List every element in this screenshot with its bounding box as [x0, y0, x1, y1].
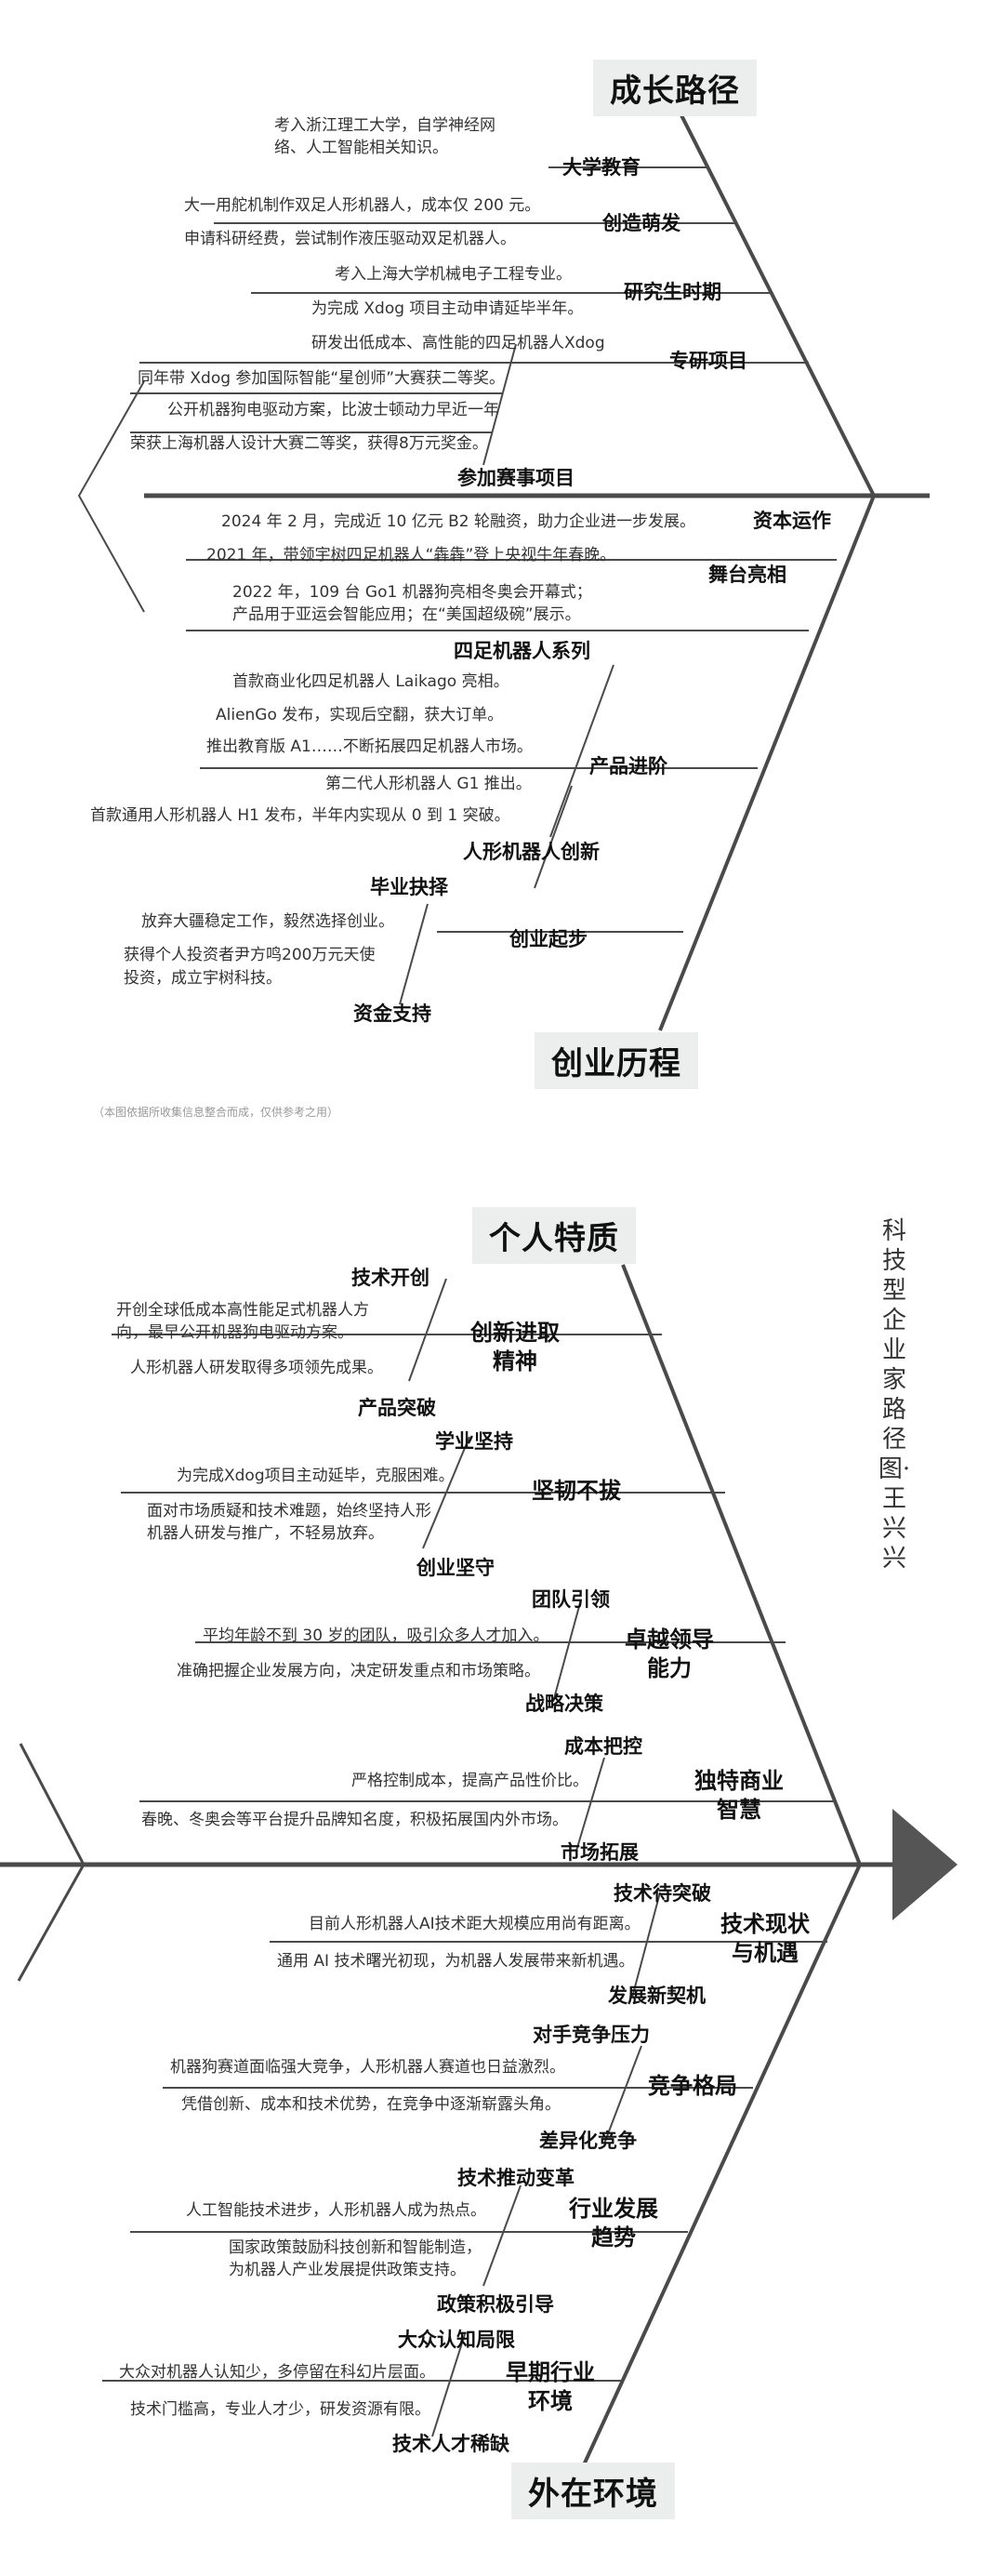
innov-sub2: 产品突破: [358, 1397, 436, 1419]
humanoid-item-2: 首款通用人形机器人 H1 发布，半年内实现从 0 到 1 突破。: [90, 806, 510, 825]
fund-item-1: 获得个人投资者尹方鸣200万元天使: [124, 946, 376, 964]
early-sub2: 技术人才稀缺: [392, 2433, 509, 2455]
industry-item-1: 人工智能技术进步，人形机器人成为热点。: [186, 2201, 486, 2220]
tough-label: 坚韧不拔: [532, 1478, 621, 1504]
biz-sub2: 市场拓展: [561, 1841, 639, 1864]
bottom-upper-bone: [621, 1264, 862, 1866]
idea-item-2: 申请科研经费，尝试制作液压驱动双足机器人。: [184, 230, 516, 248]
lead-item-2: 准确把握企业发展方向，决定研发重点和市场策略。: [177, 1662, 540, 1680]
tough-sub1: 学业坚持: [435, 1430, 513, 1453]
univ-item-2: 络、人工智能相关知识。: [274, 139, 448, 157]
tech-sub2: 发展新契机: [608, 1985, 706, 2007]
biz-item-2: 春晚、冬奥会等平台提升品牌知名度，积极拓展国内外市场。: [141, 1811, 568, 1829]
tough-item-3: 机器人研发与推广，不轻易放弃。: [147, 1524, 384, 1543]
contest-item-2: 公开机器狗电驱动方案，比波士顿动力早近一年: [167, 401, 499, 419]
top-upper-bone: [677, 109, 876, 497]
lead-label: 卓越领导能力: [625, 1627, 714, 1682]
innov-item-1: 开创全球低成本高性能足式机器人方: [116, 1301, 369, 1320]
tech-item-2: 通用 AI 技术曙光初现，为机器人发展带来新机遇。: [277, 1952, 635, 1971]
startup-label: 创业起步: [509, 928, 588, 950]
univ-item-1: 考入浙江理工大学，自学神经网: [274, 116, 495, 135]
industry-sub2: 政策积极引导: [437, 2293, 554, 2316]
quit-item-1: 放弃大疆稳定工作，毅然选择创业。: [141, 912, 394, 931]
humanoid-label: 人形机器人创新: [463, 841, 600, 863]
proj-label: 专研项目: [669, 350, 747, 372]
top-tail: [77, 380, 145, 613]
tough-item-2: 面对市场质疑和技术难题，始终坚持人形: [147, 1502, 431, 1520]
early-label: 早期行业环境: [506, 2359, 595, 2415]
innov-item-3: 人形机器人研发取得多项领先成果。: [130, 1359, 383, 1377]
early-item-2: 技术门槛高，专业人才少，研发资源有限。: [130, 2400, 430, 2419]
industry-item-3: 为机器人产业发展提供政策支持。: [229, 2261, 466, 2279]
comp-label: 竞争格局: [648, 2073, 737, 2099]
early-item-1: 大众对机器人认知少，多停留在科幻片层面。: [119, 2363, 435, 2382]
univ-label: 大学教育: [562, 156, 641, 179]
tech-item-1: 目前人形机器人AI技术距大规模应用尚有距离。: [309, 1915, 641, 1933]
quad-item-2: AlienGo 发布，实现后空翻，获大订单。: [216, 706, 504, 724]
grad-item-2: 为完成 Xdog 项目主动申请延毕半年。: [311, 299, 584, 318]
industry-item-2: 国家政策鼓励科技创新和智能制造，: [229, 2238, 482, 2257]
comp-sub2: 差异化竞争: [539, 2130, 637, 2152]
comp-item-2: 凭借创新、成本和技术优势，在竞争中逐渐崭露头角。: [181, 2095, 561, 2114]
capital-item-1: 2024 年 2 月，完成近 10 亿元 B2 轮融资，助力企业进一步发展。: [221, 512, 696, 531]
quad-label: 四足机器人系列: [454, 640, 590, 662]
proj-item-1: 研发出低成本、高性能的四足机器人Xdog: [311, 334, 605, 352]
innov-item-2: 向，最早公开机器狗电驱动方案。: [116, 1323, 353, 1342]
innov-label: 创新进取精神: [470, 1320, 560, 1375]
tech-sub1: 技术待突破: [614, 1882, 711, 1905]
biz-item-1: 严格控制成本，提高产品性价比。: [351, 1772, 588, 1790]
contest-item-3: 荣获上海机器人设计大赛二等奖，获得8万元奖金。: [130, 434, 488, 453]
stage-item-3: 产品用于亚运会智能应用；在“美国超级碗”展示。: [232, 605, 581, 624]
personal-heading: 个人特质: [472, 1207, 636, 1264]
contest-item-1: 同年带 Xdog 参加国际智能“星创师”大赛获二等奖。: [138, 369, 506, 388]
grad-item-1: 考入上海大学机械电子工程专业。: [335, 265, 572, 284]
stage-item-1: 2021 年，带领宇树四足机器人“犇犇”登上央视牛年春晚。: [206, 546, 616, 564]
quad-item-3: 推出教育版 A1……不断拓展四足机器人市场。: [206, 737, 533, 756]
industry-label: 行业发展趋势: [569, 2196, 658, 2251]
humanoid-item-1: 第二代人形机器人 G1 推出。: [325, 775, 532, 793]
idea-item-1: 大一用舵机制作双足人形机器人，成本仅 200 元。: [184, 196, 541, 215]
lead-item-1: 平均年龄不到 30 岁的团队，吸引众多人才加入。: [203, 1627, 549, 1645]
lead-sub2: 战略决策: [525, 1693, 603, 1715]
biz-label: 独特商业智慧: [694, 1768, 784, 1824]
product-label: 产品进阶: [589, 755, 667, 777]
top-lower-bone: [658, 495, 876, 1031]
idea-label: 创造萌发: [602, 212, 680, 234]
innov-sub1: 技术开创: [351, 1267, 429, 1289]
comp-item-1: 机器狗赛道面临强大竞争，人形机器人赛道也日益激烈。: [170, 2058, 565, 2077]
source-note: （本图依据所收集信息整合而成，仅供参考之用）: [93, 1106, 339, 1119]
biz-sub1: 成本把控: [564, 1735, 642, 1758]
grad-label: 研究生时期: [624, 281, 721, 303]
env-heading: 外在环境: [511, 2463, 675, 2519]
side-title: 科技型企业家路径图·王兴兴: [878, 1217, 911, 1573]
lead-sub1: 团队引领: [532, 1588, 610, 1611]
industry-sub1: 技术推动变革: [457, 2167, 575, 2189]
bottom-arrow-head: [892, 1809, 958, 1920]
tough-item-1: 为完成Xdog项目主动延毕，克服困难。: [177, 1467, 455, 1485]
tough-sub2: 创业坚守: [416, 1557, 495, 1579]
fund-item-2: 投资，成立宇树科技。: [124, 969, 282, 988]
stage-label: 舞台亮相: [708, 564, 786, 586]
capital-label: 资本运作: [753, 510, 831, 532]
comp-sub1: 对手竞争压力: [533, 2024, 650, 2046]
bottom-tail-upper: [19, 1743, 86, 1866]
fund-label: 资金支持: [353, 1003, 431, 1025]
quit-label: 毕业抉择: [370, 876, 448, 898]
tech-label: 技术现状与机遇: [720, 1911, 810, 1967]
bottom-tail-lower: [17, 1864, 86, 1982]
bottom-lower-bone: [575, 1864, 862, 2482]
contest-label: 参加赛事项目: [457, 467, 575, 489]
stage-item-2: 2022 年，109 台 Go1 机器狗亮相冬奥会开幕式；: [232, 583, 592, 602]
growth-path-heading: 成长路径: [593, 60, 757, 116]
early-sub1: 大众认知局限: [398, 2329, 515, 2351]
quad-item-1: 首款商业化四足机器人 Laikago 亮相。: [232, 672, 509, 691]
history-heading: 创业历程: [535, 1032, 698, 1089]
